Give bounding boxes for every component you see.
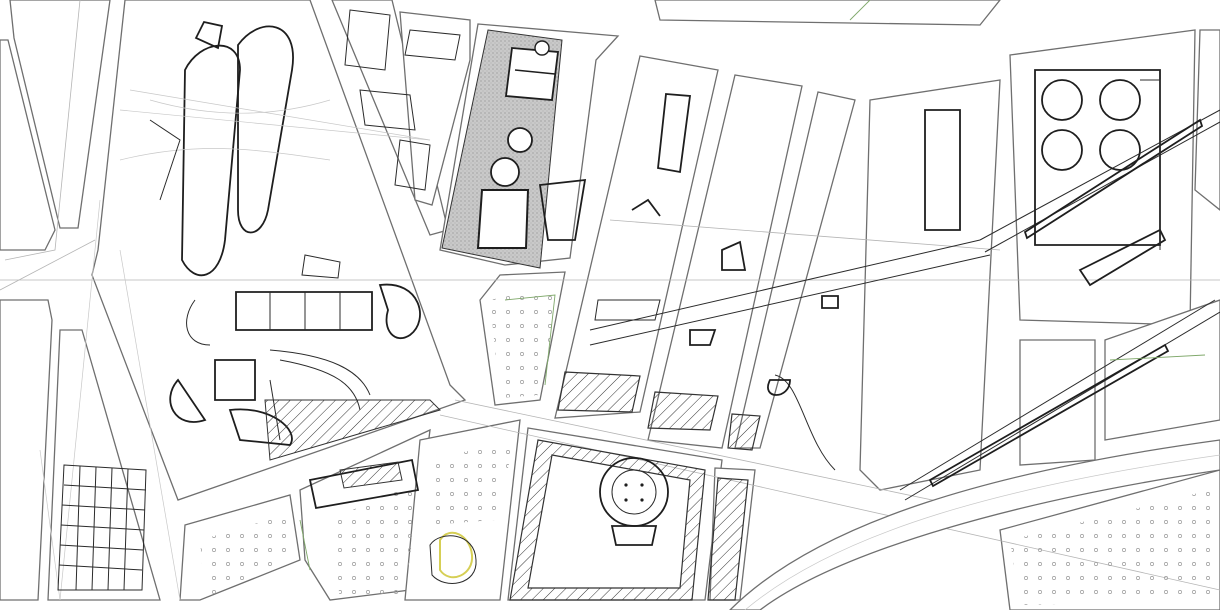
museum-wing-long bbox=[181, 44, 241, 277]
square-with-rotunda bbox=[509, 439, 749, 601]
block-park-strip-2 bbox=[647, 74, 803, 449]
long-pool bbox=[657, 93, 692, 174]
cathedral-dome bbox=[490, 157, 520, 187]
block-far-left-top bbox=[0, 39, 56, 251]
block-right-middle bbox=[1019, 339, 1096, 466]
block-top-strip bbox=[654, 0, 1001, 26]
block-left-lower bbox=[0, 299, 53, 601]
block-right-lower bbox=[1104, 299, 1220, 441]
cathedral-nave bbox=[476, 189, 530, 249]
block-strip-4 bbox=[859, 79, 1001, 491]
diagonal-channel bbox=[1023, 118, 1204, 240]
east-hatched-strip bbox=[707, 477, 749, 601]
block-upper-right-plaza bbox=[1009, 29, 1196, 326]
park-features bbox=[538, 93, 839, 471]
hatched-bed-3 bbox=[727, 413, 761, 451]
block-park-strip-3 bbox=[734, 91, 856, 449]
temple-block-buildings bbox=[344, 9, 461, 191]
museum-gallery-row bbox=[235, 291, 373, 331]
planted-areas bbox=[200, 0, 1215, 605]
diagonal-boulevard bbox=[589, 109, 1220, 501]
diagonal-channel-lower bbox=[928, 343, 1170, 488]
hatched-bed-1 bbox=[557, 371, 641, 413]
block-museum bbox=[91, 0, 467, 501]
plaza-building bbox=[924, 69, 1167, 287]
curved-avenue bbox=[729, 439, 1220, 610]
museum-curved-hall bbox=[237, 25, 294, 234]
block-park-strip-1 bbox=[554, 55, 719, 419]
cathedral bbox=[441, 29, 563, 269]
rotunda-inner bbox=[611, 469, 657, 515]
bottom-left-buildings bbox=[57, 458, 477, 591]
museum-complex bbox=[119, 20, 441, 461]
kite-shape bbox=[194, 20, 224, 50]
yellow-path bbox=[439, 531, 474, 579]
museum-rotunda bbox=[378, 283, 421, 340]
block-left-bottom bbox=[47, 329, 161, 601]
block-left-upper bbox=[9, 0, 111, 229]
crescent-path bbox=[774, 374, 836, 471]
hatched-bed-2 bbox=[647, 391, 719, 431]
block-right-edge-top bbox=[1194, 29, 1220, 211]
steps-hatched bbox=[264, 399, 441, 461]
grid-block bbox=[57, 464, 147, 591]
diagonal-bench bbox=[1078, 228, 1167, 287]
